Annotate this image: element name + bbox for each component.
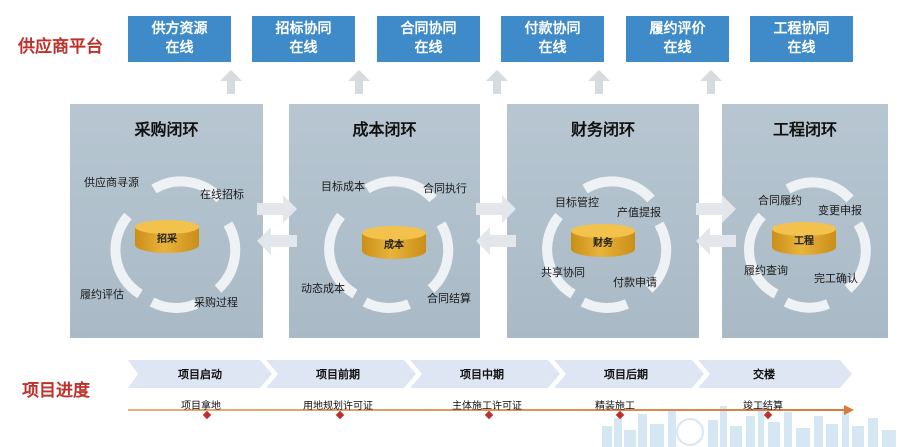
loop-panel-engineering: 工程闭环 工程 合同履约 变更申报 完工确认 履约查询 [722,104,888,338]
loop-node: 产值提报 [617,206,661,219]
center-label: 工程 [794,236,814,247]
center-label: 财务 [593,238,613,249]
platform-box-line2: 在线 [787,40,816,56]
platform-box-line1: 履约评价 [649,21,706,37]
phase-chevron-band [128,360,852,388]
loop-title: 财务闭环 [570,120,635,139]
loop-node: 合同执行 [423,182,467,195]
milestone-marker [484,410,494,420]
phase-early: 项目前期 [316,368,360,381]
loop-node: 目标成本 [321,180,365,193]
milestone-label: 用地规划许可证 [303,401,373,412]
platform-box-line1: 付款协同 [524,21,581,37]
loop-panel-cost: 成本闭环 成本 目标成本 合同执行 合同结算 动态成本 [289,104,480,338]
loop-node: 采购过程 [194,296,238,309]
loop-title: 成本闭环 [352,120,417,139]
platform-box-line1: 合同协同 [400,21,457,37]
loop-panel-procurement: 采购闭环 招采 供应商寻源 在线招标 采购过程 履约评估 [70,104,263,338]
platform-box-supplier-resources: 供方资源 在线 [128,16,231,62]
platform-box-line2: 在线 [414,40,443,56]
milestone-label: 竣工结算 [743,401,783,412]
platform-box-bidding: 招标协同 在线 [252,16,355,62]
up-arrow-icon [486,70,508,94]
loop-node: 合同结算 [427,292,471,305]
milestone-marker [202,410,212,420]
bidirectional-arrows-icon [257,195,297,255]
loop-node: 履约查询 [744,264,788,277]
center-cylinder: 财务 [571,224,635,264]
milestone-label: 精装施工 [595,401,635,412]
loop-node: 在线招标 [200,188,244,201]
up-arrow-icon [588,70,610,94]
platform-box-line1: 供方资源 [151,21,208,37]
phase-handover: 交楼 [753,368,775,381]
cycle-arrows-icon [542,176,672,313]
loop-node: 履约评估 [80,288,124,301]
center-cylinder: 成本 [362,226,426,266]
loop-node: 付款申请 [613,276,657,289]
platform-box-contract: 合同协同 在线 [377,16,480,62]
cycle-arrows-icon [110,176,241,313]
platform-box-line2: 在线 [538,40,567,56]
loop-node: 共享协同 [541,266,585,279]
up-arrow-icon [220,70,242,94]
loop-panel-finance: 财务闭环 财务 目标管控 产值提报 付款申请 共享协同 [507,104,699,338]
platform-box-line1: 招标协同 [275,21,332,37]
milestone-label: 主体施工许可证 [452,401,522,412]
progress-row-label: 项目进度 [22,381,90,401]
platform-box-line2: 在线 [165,40,194,56]
platform-row-label: 供应商平台 [18,37,103,57]
bidirectional-arrows-icon [696,195,736,255]
loop-node: 动态成本 [301,282,345,295]
loop-node: 合同履约 [758,194,802,207]
platform-box-line1: 工程协同 [773,21,830,37]
platform-box-performance: 履约评价 在线 [626,16,729,62]
center-label: 招采 [157,234,177,245]
platform-box-line2: 在线 [289,40,318,56]
bidirectional-arrows-icon [476,195,516,255]
platform-box-engineering: 工程协同 在线 [750,16,853,62]
up-arrow-icon [700,70,722,94]
cycle-arrows-icon [324,176,454,313]
center-cylinder: 招采 [135,220,199,260]
milestone-marker [335,410,345,420]
city-skyline-icon [602,402,896,447]
loop-title: 采购闭环 [134,120,199,139]
loop-title: 工程闭环 [772,120,837,139]
center-label: 成本 [384,240,404,251]
milestone-label: 项目拿地 [181,401,221,412]
milestone-timeline [128,409,848,411]
up-arrow-icon [348,70,370,94]
phase-start: 项目启动 [178,368,222,381]
center-cylinder: 工程 [772,222,836,262]
cycle-arrows-icon [744,177,871,313]
platform-box-payment: 付款协同 在线 [501,16,604,62]
loop-node: 供应商寻源 [84,176,139,189]
loop-node: 目标管控 [555,196,599,209]
phase-late: 项目后期 [604,368,648,381]
loop-node: 变更申报 [818,204,862,217]
timeline-arrowhead-icon [844,405,854,415]
phase-middle: 项目中期 [460,368,504,381]
platform-box-line2: 在线 [663,40,692,56]
loop-node: 完工确认 [814,272,858,285]
